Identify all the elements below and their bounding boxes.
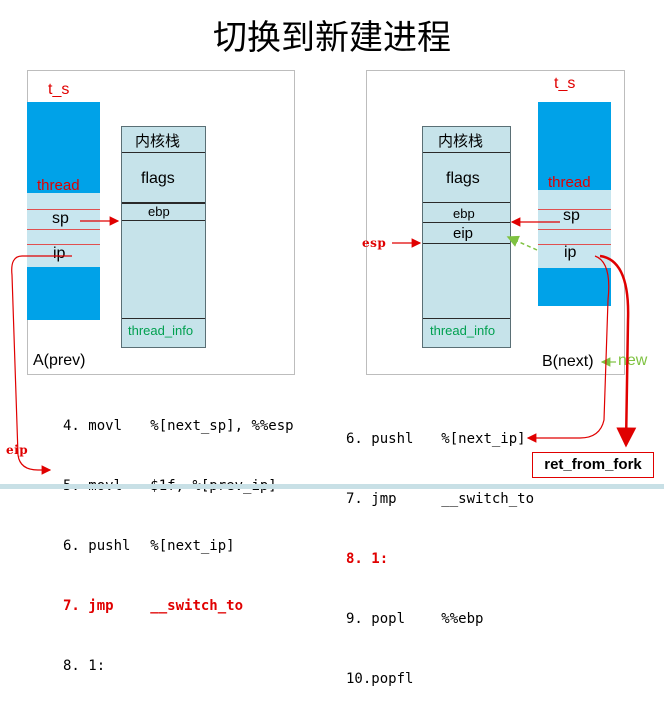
arrow-ip-next-to-line8 [526,255,610,443]
code-line-highlight: 8. 1: [346,551,389,567]
tcb-prev-registers [27,193,100,267]
new-label: new [618,352,648,369]
page-title: 切换到新建进程 [213,18,451,58]
thread-info-next: thread_info [430,323,496,338]
code-line: 6. pushl%[next_ip] [346,431,526,447]
ip-field-prev: ip [53,245,66,262]
stack-title-next: 内核栈 [438,132,484,150]
caption-prev: A(prev) [33,352,86,369]
ebp-label-next: ebp [453,206,475,221]
thread-label-prev: thread [37,177,80,194]
kernel-stack-prev [121,126,206,348]
tcb-label-next: t_s [554,75,576,92]
code-line: 6. pushl%[next_ip] [63,538,235,554]
arrow-ip-next-to-eip [506,235,538,251]
code-line: 4. movl%[next_sp], %%esp [63,418,294,434]
code-line: 10.popfl [346,671,414,687]
flags-label-prev: flags [141,170,175,187]
flags-label-next: flags [446,170,480,187]
esp-stamp: esp [362,236,387,250]
thread-info-prev: thread_info [128,323,194,338]
arrow-ip-next-to-ret-from-fork [599,254,637,448]
ip-field-next: ip [564,244,577,261]
code-line: 7. jmp__switch_to [346,491,535,507]
ebp-label-prev: ebp [148,204,170,219]
bottom-bar [0,484,664,489]
caption-next: B(next) [542,353,594,370]
code-line-highlight: 7. jmp__switch_to [63,598,244,614]
code-line: 9. popl%%ebp [346,611,484,627]
thread-label-next: thread [548,174,591,191]
code-line: 8. 1: [63,658,106,674]
tcb-label-prev: t_s [48,81,70,98]
ret-from-fork-box: ret_from_fork [532,452,654,478]
arrow-ip-prev-to-line8 [11,255,72,475]
eip-label-next: eip [453,225,474,242]
stack-title-prev: 内核栈 [135,132,181,150]
eip-stamp: eip [6,443,29,457]
kernel-stack-next [422,126,511,348]
sp-field-next: sp [563,207,580,224]
arrows-overlay [11,216,637,475]
sp-field-prev: sp [52,210,69,227]
